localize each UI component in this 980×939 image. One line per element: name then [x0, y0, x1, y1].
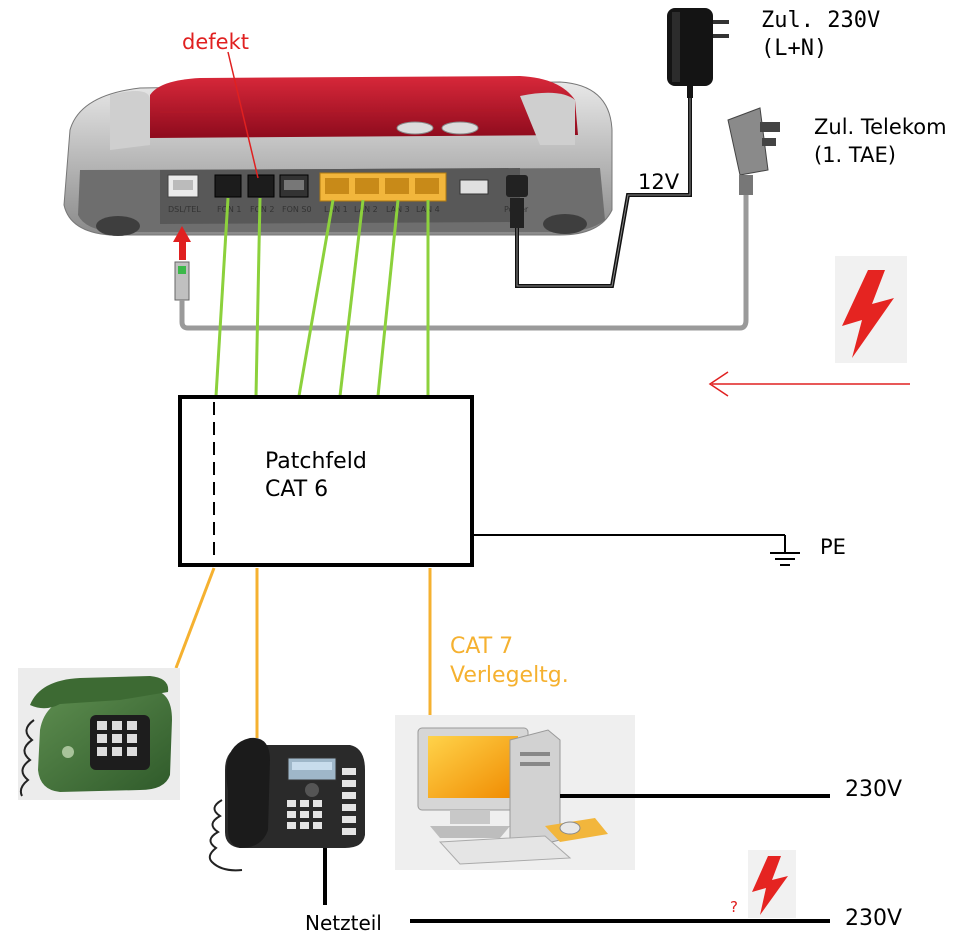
svg-text:FON 2: FON 2	[250, 205, 275, 214]
lightning-icon	[835, 256, 907, 363]
patchfeld-label: Patchfeld	[265, 449, 367, 474]
power-adapter-icon	[667, 8, 729, 98]
router-device: DSL/TEL FON 1 FON 2 FON S0 LAN 1 LAN 2 L…	[63, 76, 613, 236]
mains-bottom-label: 230V	[845, 906, 903, 931]
ground-symbol-icon	[472, 534, 800, 566]
verlegeltg-label: Verlegeltg.	[450, 663, 569, 688]
power-cable	[510, 85, 692, 288]
surge-direction-arrow	[708, 371, 910, 397]
defekt-pointer-line	[227, 51, 259, 179]
defekt-label: defekt	[182, 30, 249, 54]
twelve-volt-label: 12V	[638, 170, 680, 194]
cat6-label: CAT 6	[265, 477, 329, 502]
netzteil-label: Netzteil	[305, 911, 382, 935]
tae-plug-icon	[727, 107, 780, 195]
analog-phone-icon	[18, 668, 180, 800]
desk-phone-icon	[208, 737, 365, 905]
dsl-cable	[174, 190, 749, 331]
dsl-arrow-icon	[173, 226, 191, 260]
cat7-label: CAT 7	[450, 634, 514, 659]
power-supply-sublabel: (L+N)	[761, 36, 828, 61]
computer-icon	[395, 715, 830, 870]
svg-text:FON 1: FON 1	[217, 205, 242, 214]
lightning-small-icon	[748, 850, 796, 918]
cat7-cables	[174, 567, 432, 738]
patch-cables	[214, 197, 430, 397]
telekom-label: Zul. Telekom	[814, 115, 947, 139]
power-supply-label: Zul. 230V	[761, 8, 881, 33]
patch-panel-box	[178, 395, 474, 567]
telekom-sublabel: (1. TAE)	[814, 143, 896, 167]
svg-text:DSL/TEL: DSL/TEL	[168, 205, 201, 214]
pe-label: PE	[820, 535, 846, 559]
svg-text:FON S0: FON S0	[282, 205, 312, 214]
svg-text:LAN 2: LAN 2	[354, 205, 378, 214]
svg-text:LAN 1: LAN 1	[324, 205, 348, 214]
question-mark: ?	[730, 898, 738, 916]
mains-pc-label: 230V	[845, 777, 903, 802]
